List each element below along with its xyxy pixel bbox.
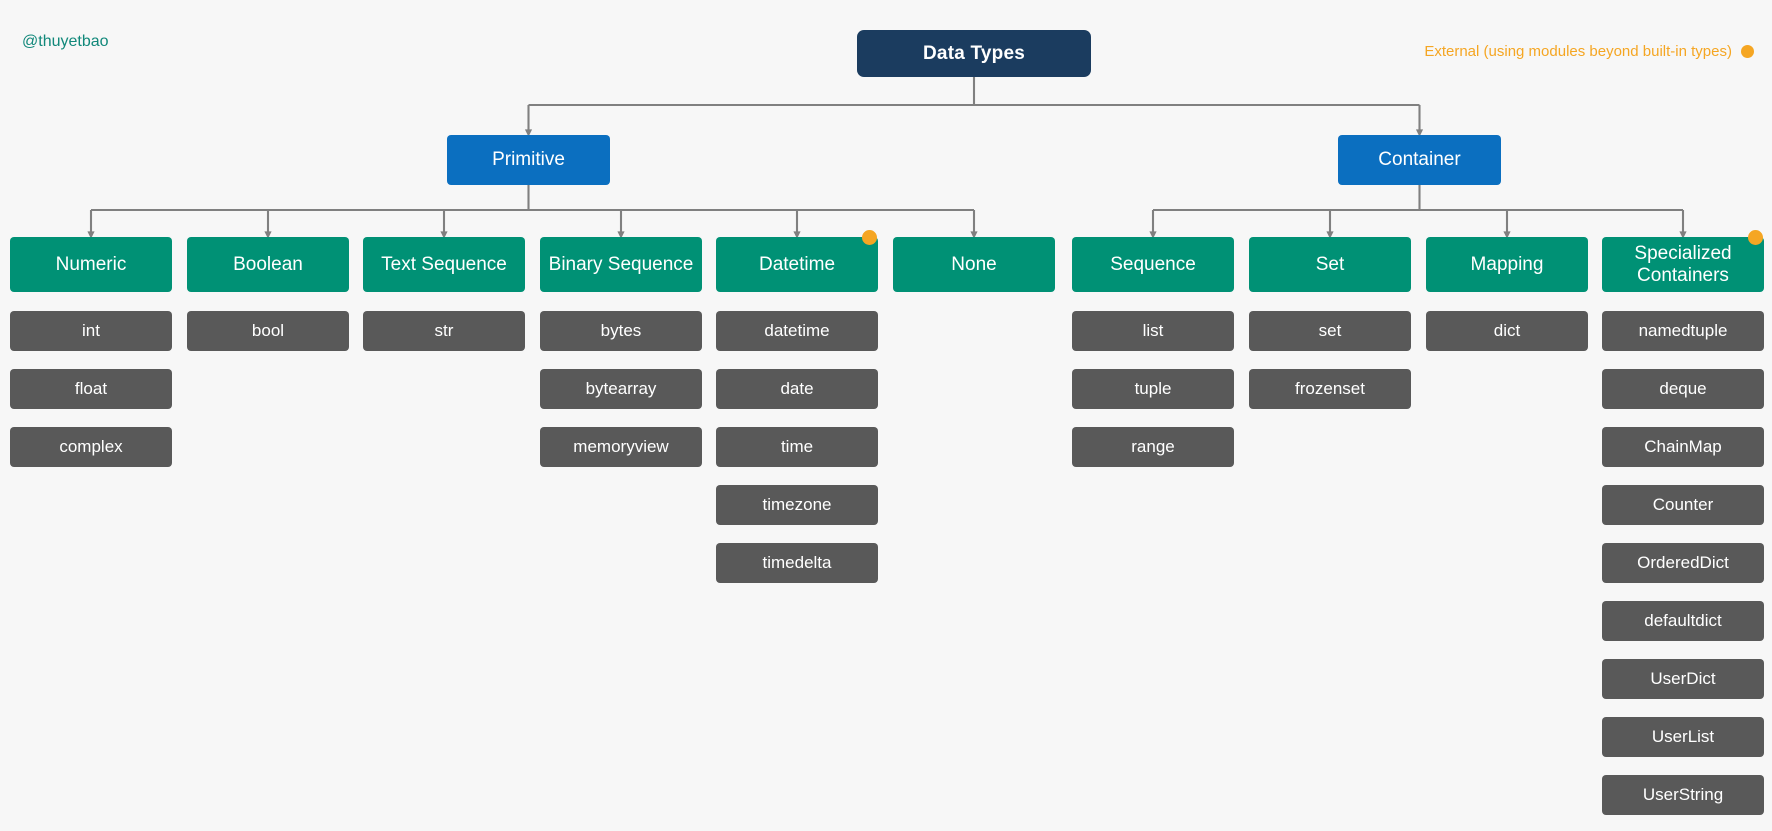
node-leaf-ordereddict: OrderedDict [1602,543,1764,583]
node-leaf-list: list [1072,311,1234,351]
node-leaf-deque: deque [1602,369,1764,409]
node-category-specialized-containers: Specialized Containers [1602,237,1764,292]
node-leaf-set: set [1249,311,1411,351]
node-leaf-timezone: timezone [716,485,878,525]
external-marker-icon [1741,45,1754,58]
node-leaf-chainmap: ChainMap [1602,427,1764,467]
node-leaf-bytearray: bytearray [540,369,702,409]
legend-external: External (using modules beyond built-in … [1424,43,1754,60]
node-leaf-userdict: UserDict [1602,659,1764,699]
external-marker-icon [1748,230,1763,245]
watermark-author: @thuyetbao [22,33,109,50]
node-leaf-userstring: UserString [1602,775,1764,815]
node-category-binary-sequence: Binary Sequence [540,237,702,292]
node-leaf-counter: Counter [1602,485,1764,525]
node-category-none: None [893,237,1055,292]
node-leaf-memoryview: memoryview [540,427,702,467]
node-leaf-range: range [1072,427,1234,467]
node-leaf-frozenset: frozenset [1249,369,1411,409]
external-marker-icon [862,230,877,245]
node-category-set: Set [1249,237,1411,292]
node-category-sequence: Sequence [1072,237,1234,292]
node-leaf-bytes: bytes [540,311,702,351]
node-leaf-time: time [716,427,878,467]
node-leaf-dict: dict [1426,311,1588,351]
node-leaf-str: str [363,311,525,351]
node-level2-container: Container [1338,135,1501,185]
node-category-text-sequence: Text Sequence [363,237,525,292]
node-category-numeric: Numeric [10,237,172,292]
node-leaf-namedtuple: namedtuple [1602,311,1764,351]
node-leaf-defaultdict: defaultdict [1602,601,1764,641]
node-root-data-types: Data Types [857,30,1091,77]
node-leaf-date: date [716,369,878,409]
node-category-mapping: Mapping [1426,237,1588,292]
node-leaf-timedelta: timedelta [716,543,878,583]
node-leaf-bool: bool [187,311,349,351]
node-category-datetime: Datetime [716,237,878,292]
legend-label: External (using modules beyond built-in … [1424,43,1732,60]
node-leaf-userlist: UserList [1602,717,1764,757]
node-leaf-tuple: tuple [1072,369,1234,409]
node-leaf-complex: complex [10,427,172,467]
node-leaf-float: float [10,369,172,409]
node-category-boolean: Boolean [187,237,349,292]
node-level2-primitive: Primitive [447,135,610,185]
node-leaf-int: int [10,311,172,351]
node-leaf-datetime: datetime [716,311,878,351]
